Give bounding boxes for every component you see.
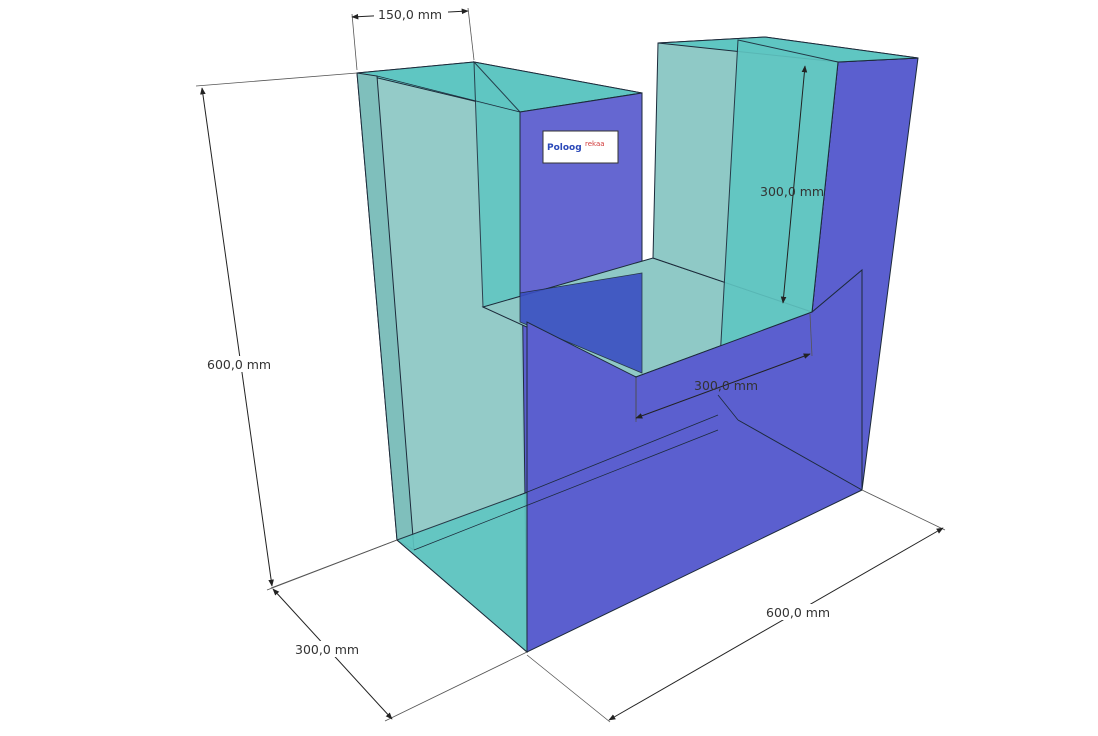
dim-length: 600,0 mm [526,489,946,723]
construction-line [737,419,863,491]
dim-inner-height-label: 300,0 mm [760,184,824,199]
construction-line [376,75,521,113]
construction-line [519,414,719,496]
dim-depth-label: 300,0 mm [295,642,359,657]
dim-top-width: 150,0 mm [351,6,475,71]
brand-logo: Poloog rekaa [542,130,619,164]
dim-inner-height: 300,0 mm [760,65,824,304]
dim-inner-width: 300,0 mm [635,313,813,422]
dim-depth: 300,0 mm [266,539,528,722]
dim-top-width-label: 150,0 mm [378,7,442,22]
construction-line [413,429,719,551]
logo-accent: rekaa [585,140,605,148]
dim-length-label: 600,0 mm [766,605,830,620]
logo-text: Poloog [547,143,582,153]
dim-height-label: 600,0 mm [207,357,271,372]
dim-inner-width-label: 300,0 mm [694,378,758,393]
